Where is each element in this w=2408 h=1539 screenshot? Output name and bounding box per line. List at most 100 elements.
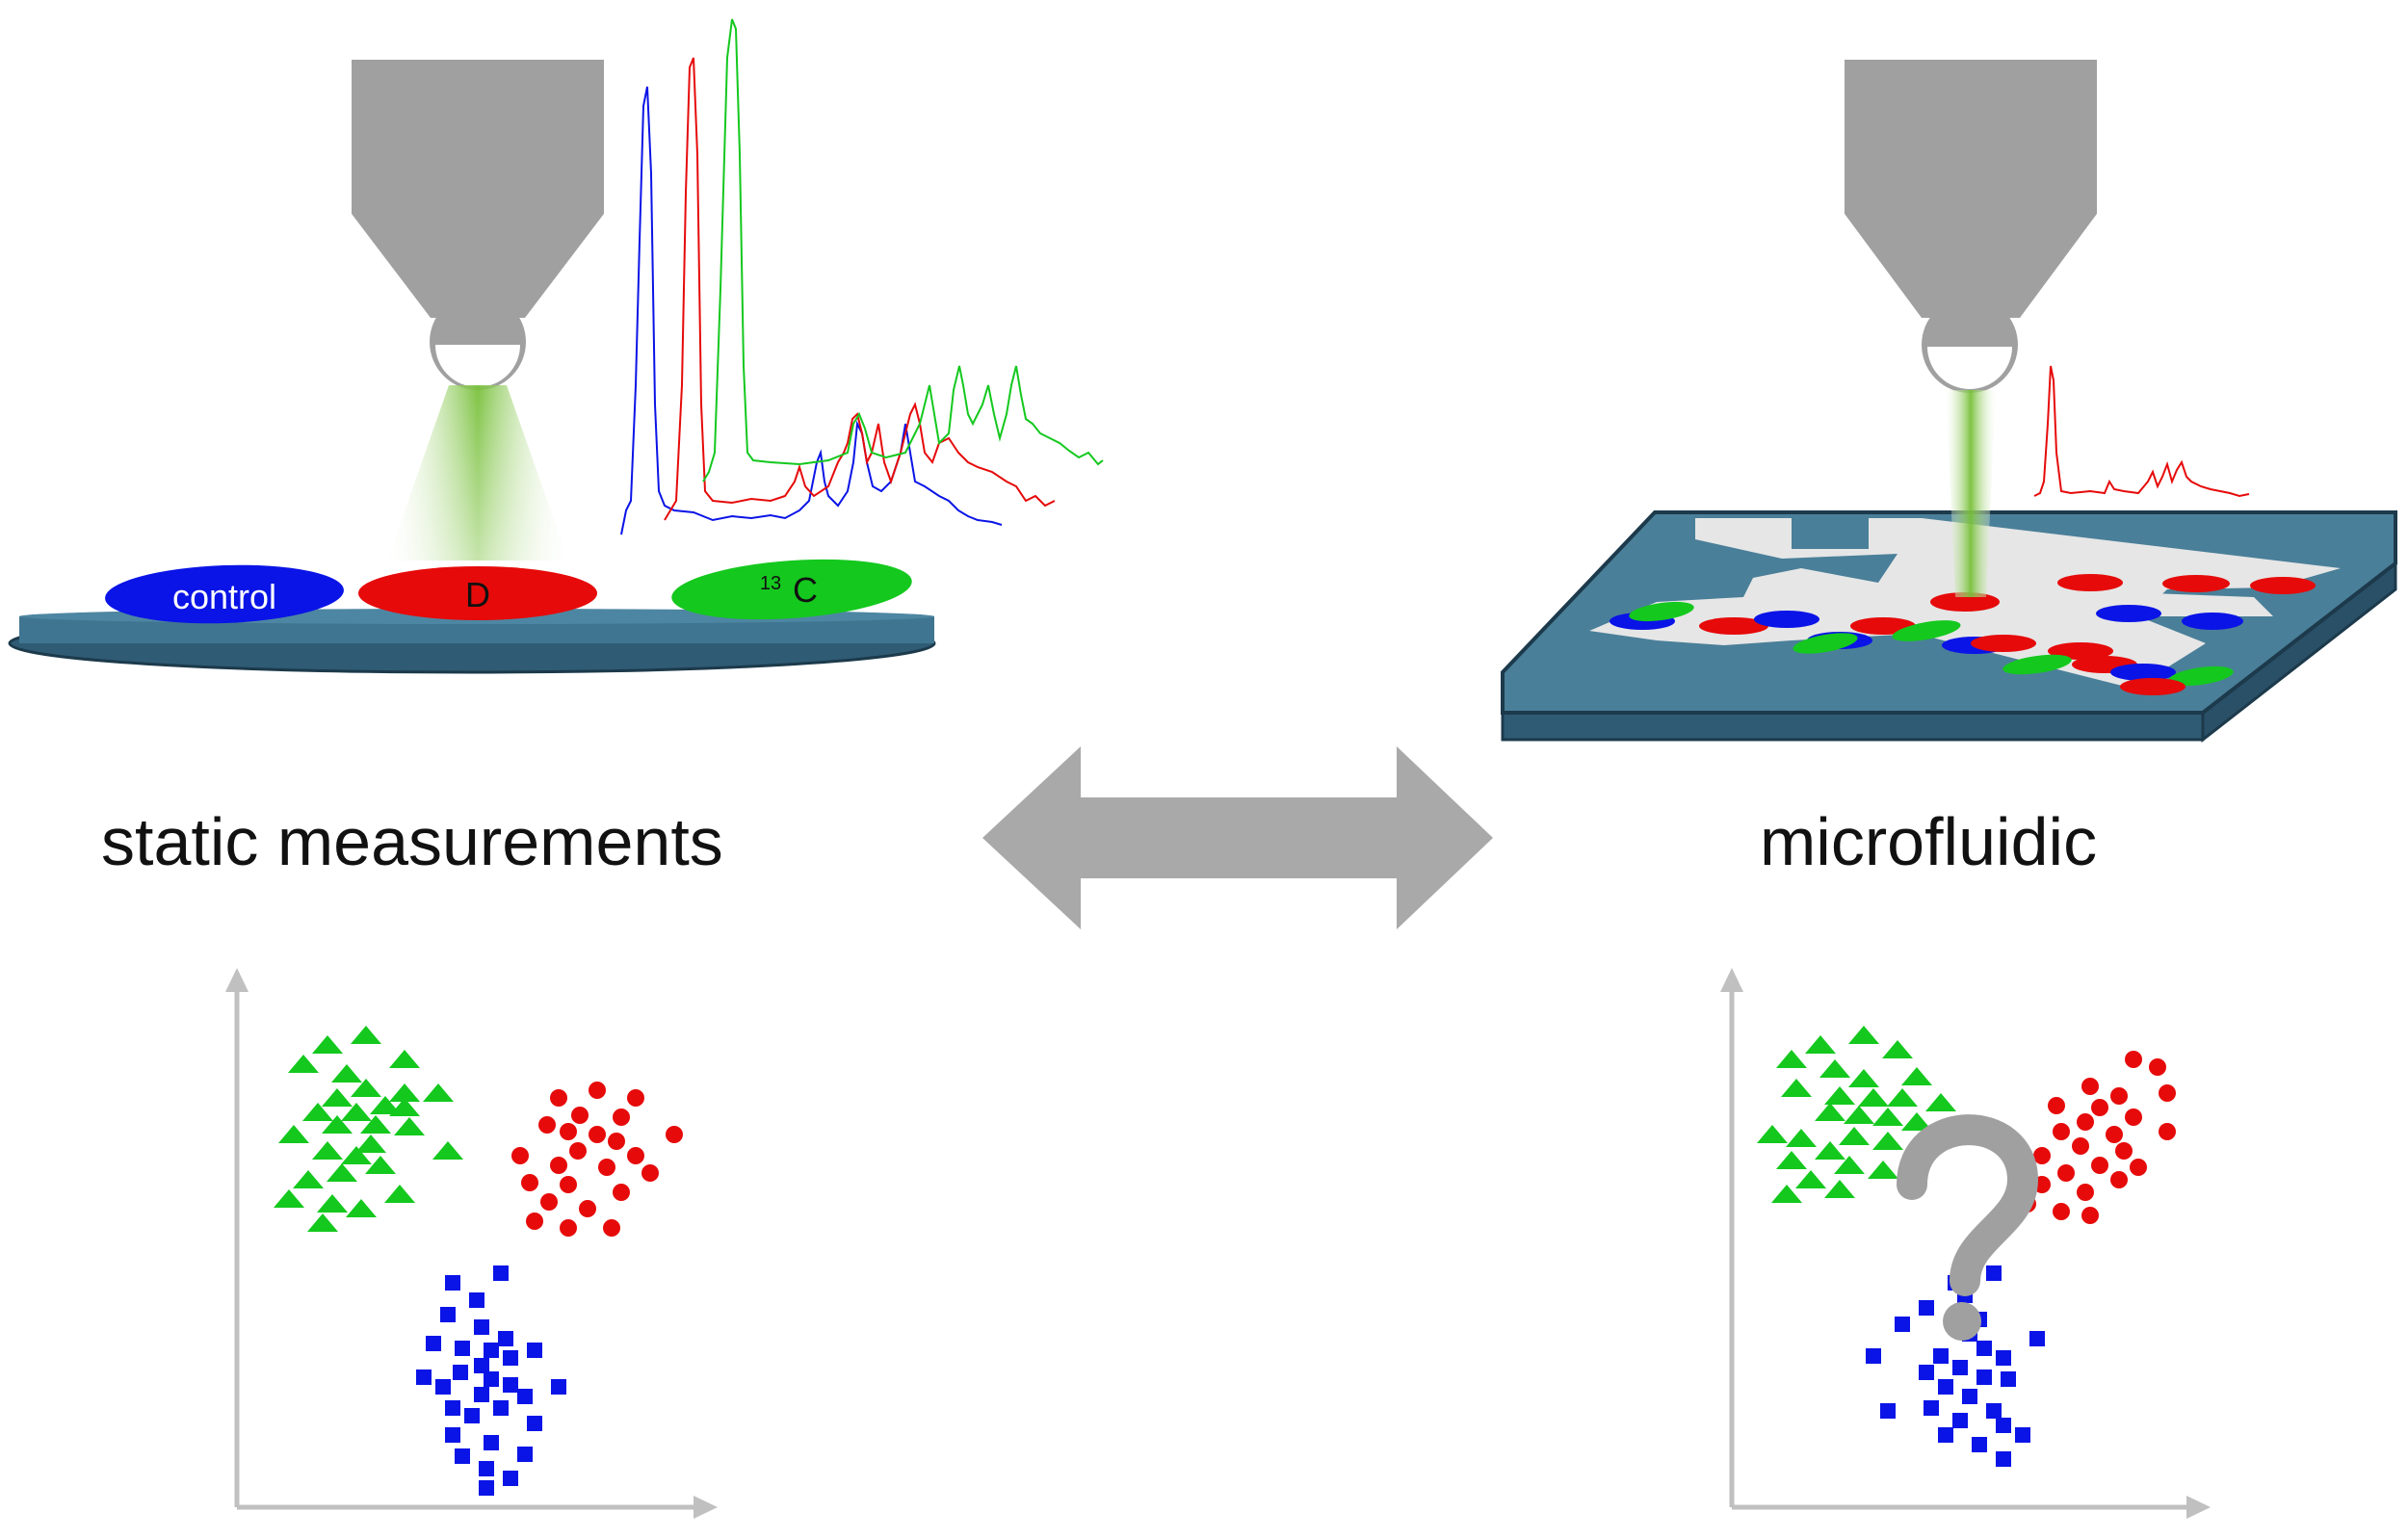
blue-square-marker xyxy=(445,1427,460,1443)
green-triangle-marker xyxy=(394,1117,425,1135)
blue-square-marker xyxy=(455,1341,470,1356)
green-triangle-marker xyxy=(1872,1132,1903,1150)
green-triangle-marker xyxy=(355,1135,386,1153)
red-circle-marker xyxy=(511,1147,529,1164)
cluster-blue-squares xyxy=(416,1265,566,1496)
blue-square-marker xyxy=(440,1307,456,1322)
blue-square-marker xyxy=(2001,1371,2016,1387)
red-circle-marker xyxy=(2106,1126,2123,1143)
green-triangle-marker xyxy=(1839,1127,1870,1145)
green-triangle-marker xyxy=(1824,1180,1855,1198)
red-circle-marker xyxy=(2053,1123,2070,1140)
green-triangle-marker xyxy=(1872,1108,1903,1126)
red-circle-marker xyxy=(598,1159,615,1176)
green-triangle-marker xyxy=(365,1156,396,1174)
blue-square-marker xyxy=(464,1408,480,1423)
green-triangle-marker xyxy=(389,1050,420,1068)
blue-square-marker xyxy=(551,1379,566,1395)
green-triangle-marker xyxy=(341,1146,372,1164)
cluster-green-triangles-right xyxy=(1757,1026,1956,1203)
green-triangle-marker xyxy=(1786,1129,1817,1147)
green-triangle-marker xyxy=(1901,1067,1932,1085)
blue-square-marker xyxy=(416,1369,432,1385)
blue-square-marker xyxy=(1933,1348,1949,1364)
spectrum-green xyxy=(702,18,1104,483)
green-triangle-marker xyxy=(384,1185,415,1203)
green-triangle-marker xyxy=(312,1035,343,1054)
blue-square-marker xyxy=(1996,1418,2011,1433)
red-circle-marker xyxy=(641,1164,659,1182)
raman-spectra-left xyxy=(620,18,1104,535)
red-circle-marker xyxy=(521,1174,538,1191)
blue-square-marker xyxy=(1924,1400,1939,1416)
blue-square-marker xyxy=(455,1448,470,1464)
red-circle-marker xyxy=(526,1213,543,1230)
green-triangle-marker xyxy=(322,1115,353,1134)
green-triangle-marker xyxy=(1848,1069,1879,1087)
red-circle-marker xyxy=(550,1157,567,1174)
red-circle-marker xyxy=(2110,1171,2128,1188)
cluster-red-circles xyxy=(511,1082,683,1237)
red-circle-marker xyxy=(538,1116,556,1134)
caption-microfluidic: microfluidic xyxy=(1760,804,2097,879)
blue-square-marker xyxy=(1972,1437,1987,1452)
laser-beam xyxy=(387,385,568,561)
red-circle-marker xyxy=(571,1107,589,1124)
green-triangle-marker xyxy=(1887,1088,1918,1107)
blue-square-marker xyxy=(474,1387,489,1402)
green-triangle-marker xyxy=(1901,1112,1932,1131)
red-circle-marker xyxy=(560,1219,577,1237)
red-circle-marker xyxy=(627,1089,644,1107)
blue-square-marker xyxy=(527,1343,542,1358)
green-triangle-marker xyxy=(293,1170,324,1188)
red-circle-marker xyxy=(2125,1051,2142,1068)
blue-square-marker xyxy=(479,1461,494,1476)
green-triangle-marker xyxy=(317,1194,348,1213)
green-triangle-marker xyxy=(423,1083,454,1102)
blue-square-marker xyxy=(503,1350,518,1366)
red-circle-marker xyxy=(540,1193,558,1211)
blue-square-marker xyxy=(469,1292,484,1308)
green-triangle-marker xyxy=(1795,1170,1826,1188)
red-circle-marker xyxy=(613,1184,630,1201)
blue-square-marker xyxy=(493,1400,509,1416)
blue-square-marker xyxy=(527,1416,542,1431)
green-triangle-marker xyxy=(1868,1161,1898,1179)
green-triangle-marker xyxy=(1757,1125,1788,1143)
blue-square-marker xyxy=(517,1389,533,1404)
red-circle-marker xyxy=(2159,1123,2176,1140)
green-triangle-marker xyxy=(1819,1059,1850,1078)
green-triangle-marker xyxy=(278,1125,309,1143)
left-setup: control D 13 C xyxy=(8,18,1104,674)
blue-square-marker xyxy=(1996,1350,2011,1366)
blue-square-marker xyxy=(498,1331,513,1346)
blue-square-marker xyxy=(484,1343,499,1358)
axes-right xyxy=(1720,968,2211,1519)
blue-square-marker xyxy=(445,1275,460,1291)
blue-square-marker xyxy=(1976,1369,1992,1385)
cluster-red-circles-right xyxy=(2019,1051,2176,1224)
blue-square-marker xyxy=(426,1336,441,1351)
blue-square-marker xyxy=(474,1319,489,1335)
blue-square-marker xyxy=(1962,1389,1977,1404)
red-circle-marker xyxy=(560,1123,577,1140)
red-circle-marker xyxy=(2125,1109,2142,1126)
green-triangle-marker xyxy=(322,1088,353,1107)
blue-square-marker xyxy=(1895,1317,1910,1332)
blue-square-marker xyxy=(503,1377,518,1393)
blue-square-marker xyxy=(484,1371,499,1387)
green-triangle-marker xyxy=(274,1189,304,1208)
red-circle-marker xyxy=(2077,1184,2094,1201)
sample-label-d: D xyxy=(465,575,490,614)
blue-square-marker xyxy=(435,1379,451,1395)
blue-square-marker xyxy=(503,1471,518,1486)
blue-square-marker xyxy=(1996,1451,2011,1467)
green-triangle-marker xyxy=(389,1083,420,1102)
green-triangle-marker xyxy=(370,1096,401,1114)
sample-label-c: C xyxy=(793,570,818,610)
green-triangle-marker xyxy=(346,1199,377,1217)
blue-square-marker xyxy=(2029,1331,2045,1346)
green-triangle-marker xyxy=(341,1103,372,1121)
scatter-plot-left xyxy=(225,968,718,1519)
